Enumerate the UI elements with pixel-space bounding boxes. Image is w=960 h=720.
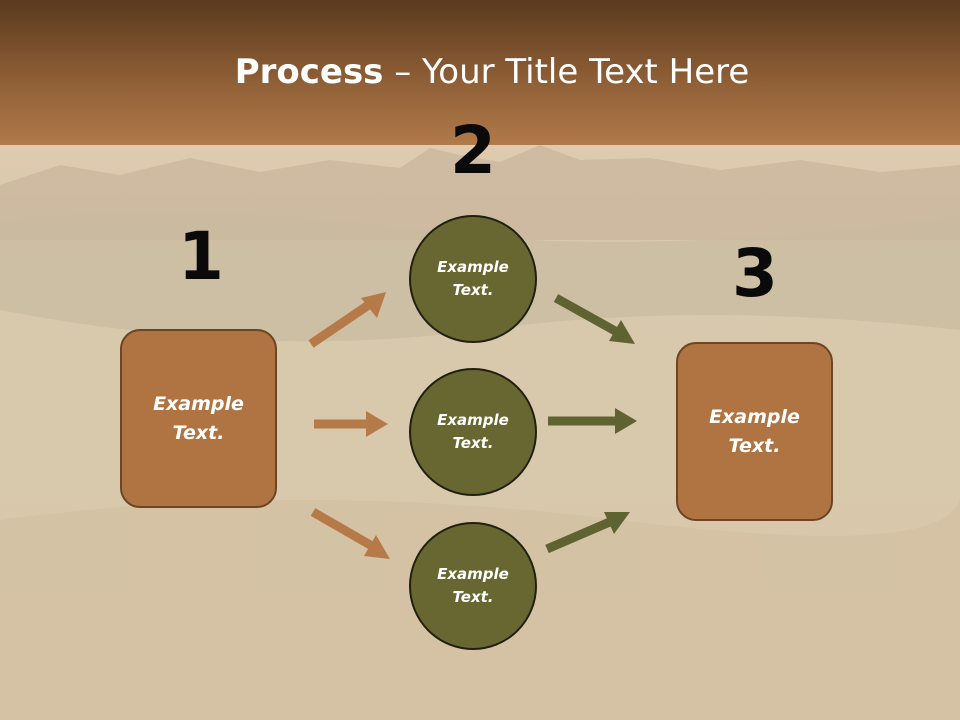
circle-bottom-line2: Text. [452, 588, 494, 606]
arrow-right-down [545, 512, 630, 554]
left-box-line1: Example [153, 393, 244, 415]
arrow-left-middle [314, 411, 388, 437]
circle-middle-line2: Text. [452, 434, 494, 452]
circle-top-line1: Example [437, 257, 509, 276]
arrow-right-middle [548, 408, 637, 434]
step-number-2: 2 [450, 112, 496, 189]
step-number-3: 3 [732, 235, 778, 312]
left-box-line2: Text. [172, 421, 225, 444]
circle-top-line2: Text. [452, 281, 494, 299]
right-box-line1: Example [709, 406, 800, 428]
right-box-line2: Text. [728, 434, 781, 457]
arrow-left-down [310, 508, 390, 559]
arrow-left-up [308, 292, 386, 348]
slide-title: Process – Your Title Text Here [0, 52, 960, 92]
title-rest: – Your Title Text Here [383, 52, 750, 92]
arrow-right-up [553, 294, 635, 344]
circle-middle-line1: Example [437, 410, 509, 429]
step-number-1: 1 [178, 218, 224, 295]
circle-bottom-line1: Example [437, 564, 509, 583]
title-bold: Process [234, 52, 384, 92]
